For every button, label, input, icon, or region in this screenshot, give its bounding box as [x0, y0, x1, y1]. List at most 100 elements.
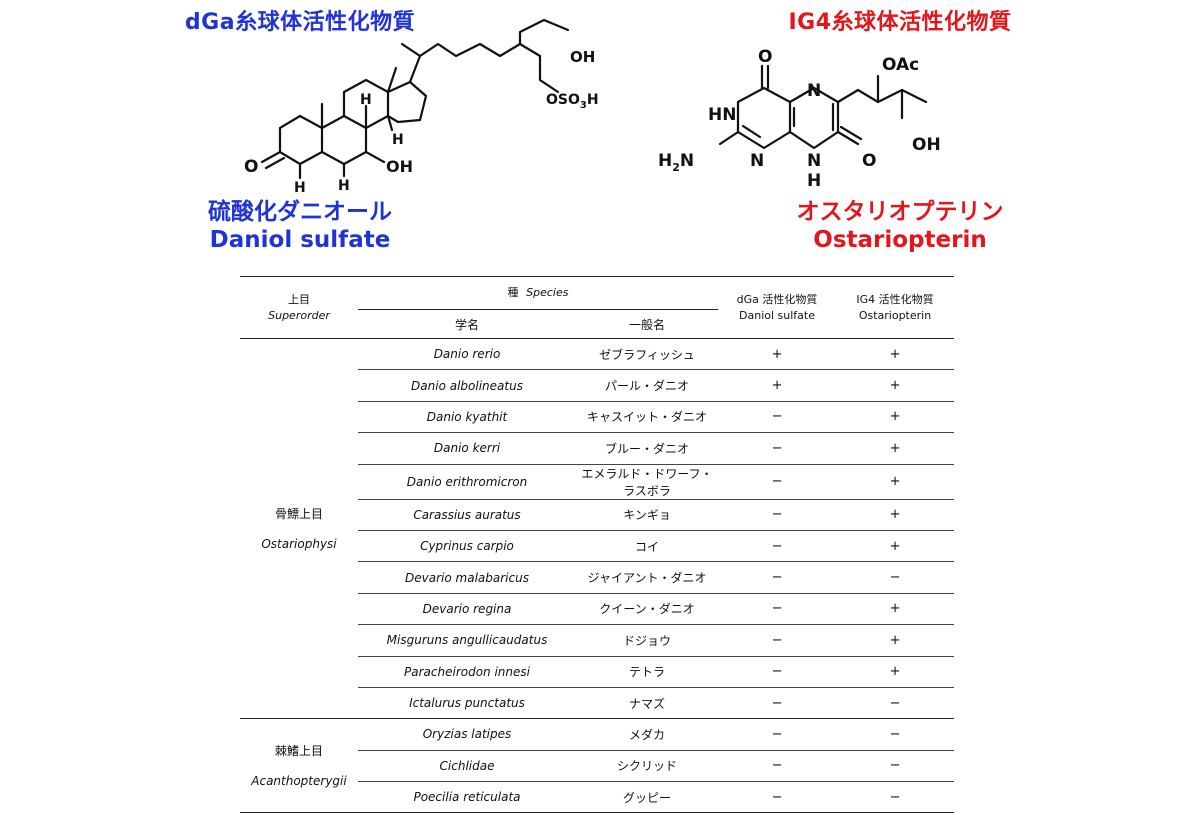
- hn-label: HN: [708, 105, 736, 125]
- common-name-cell: ジャイアント・ダニオ: [576, 561, 719, 594]
- dga-header: dGa 活性化物質 Daniol sulfate: [718, 276, 837, 339]
- species-activity-table: 上目 Superorder 種 Species dGa 活性化物質 Daniol…: [240, 276, 955, 813]
- nh-h-label: H: [807, 171, 821, 191]
- scientific-name-cell: Paracheirodon innesi: [358, 656, 576, 688]
- scientific-name-cell: Misguruns angullicaudatus: [358, 624, 576, 657]
- scientific-name-cell: Devario regina: [358, 593, 576, 626]
- scientific-name-cell: Danio rerio: [358, 338, 576, 371]
- ig4-header: IG4 活性化物質 Ostariopterin: [836, 276, 955, 339]
- common-name-cell: ドジョウ: [576, 624, 719, 657]
- common-name-cell: キャスイット・ダニオ: [576, 401, 719, 434]
- scientific-name-cell: Danio albolineatus: [358, 369, 576, 402]
- scientific-name-cell: Danio kyathit: [358, 401, 576, 434]
- oso3h-label: OSO3H: [546, 92, 599, 111]
- dga-activity-cell: −: [718, 624, 837, 657]
- scientific-name-cell: Danio kerri: [358, 432, 576, 465]
- chain-oh-label: OH: [570, 48, 595, 66]
- ig4-activity-cell: +: [836, 656, 955, 688]
- h-label-4: H: [294, 180, 306, 196]
- ostariopterin-panel: IG4糸球体活性化物質 O HN N N H2N N: [600, 0, 1200, 260]
- ig4-activity-cell: +: [836, 401, 955, 434]
- ring-oh-label: OH: [386, 157, 413, 176]
- dga-activity-cell: +: [718, 369, 837, 402]
- common-name-cell: エメラルド・ドワーフ・ラスボラ: [576, 464, 719, 500]
- ketone-o-label: O: [244, 157, 258, 177]
- dga-activity-cell: −: [718, 593, 837, 626]
- h-label-3: H: [338, 178, 350, 194]
- ig4-activity-cell: −: [836, 561, 955, 594]
- top-o-label: O: [758, 47, 772, 67]
- common-name-header: 一般名: [576, 309, 719, 339]
- right-o-label: O: [862, 151, 876, 171]
- dga-activity-cell: −: [718, 781, 837, 813]
- common-name-cell: ゼブラフィッシュ: [576, 338, 719, 371]
- common-name-cell: グッピー: [576, 781, 719, 813]
- ig4-activity-cell: +: [836, 593, 955, 626]
- left-panel-title: dGa糸球体活性化物質: [184, 10, 416, 35]
- scientific-name-cell: Devario malabaricus: [358, 561, 576, 594]
- ig4-activity-cell: +: [836, 338, 955, 371]
- scientific-name-cell: Carassius auratus: [358, 499, 576, 531]
- daniol-sulfate-panel: dGa糸球体活性化物質: [0, 0, 600, 260]
- oac-label: OAc: [882, 55, 919, 75]
- left-name-en: Daniol sulfate: [209, 227, 391, 253]
- n-top-label: N: [807, 81, 821, 101]
- ig4-activity-cell: +: [836, 432, 955, 465]
- common-name-cell: クイーン・ダニオ: [576, 593, 719, 626]
- daniol-sulfate-structure: O H H H H OH OH OSO3H: [244, 18, 599, 196]
- common-name-cell: メダカ: [576, 718, 719, 751]
- ig4-activity-cell: −: [836, 718, 955, 751]
- ig4-activity-cell: −: [836, 687, 955, 720]
- dga-activity-cell: −: [718, 530, 837, 563]
- right-panel-title: IG4糸球体活性化物質: [788, 10, 1012, 35]
- common-name-cell: キンギョ: [576, 499, 719, 531]
- ig4-activity-cell: +: [836, 624, 955, 657]
- dga-activity-cell: −: [718, 750, 837, 783]
- dga-activity-cell: +: [718, 338, 837, 371]
- right-name-en: Ostariopterin: [813, 227, 987, 253]
- scientific-name-cell: Oryzias latipes: [358, 718, 576, 751]
- sci-name-header: 学名: [358, 309, 576, 339]
- oh-label: OH: [912, 135, 941, 155]
- scientific-name-cell: Cichlidae: [358, 750, 576, 783]
- dga-activity-cell: −: [718, 401, 837, 434]
- species-header: 種 Species: [358, 276, 719, 310]
- common-name-cell: ブルー・ダニオ: [576, 432, 719, 465]
- common-name-cell: テトラ: [576, 656, 719, 688]
- ig4-activity-cell: +: [836, 369, 955, 402]
- common-name-cell: パール・ダニオ: [576, 369, 719, 402]
- dga-activity-cell: −: [718, 432, 837, 465]
- ig4-activity-cell: +: [836, 499, 955, 531]
- h-label-1: H: [360, 92, 372, 108]
- right-name-jp: オスタリオプテリン: [796, 199, 1004, 225]
- n-mid-label: N: [750, 151, 764, 171]
- dga-activity-cell: −: [718, 656, 837, 688]
- nh-n-label: N: [807, 151, 821, 171]
- dga-activity-cell: −: [718, 499, 837, 531]
- h2n-label: H2N: [658, 151, 694, 174]
- common-name-cell: コイ: [576, 530, 719, 563]
- common-name-cell: ナマズ: [576, 687, 719, 720]
- superorder-header: 上目 Superorder: [240, 276, 358, 339]
- scientific-name-cell: Ictalurus punctatus: [358, 687, 576, 720]
- dga-activity-cell: −: [718, 718, 837, 751]
- dga-activity-cell: −: [718, 687, 837, 720]
- ig4-activity-cell: −: [836, 781, 955, 813]
- scientific-name-cell: Danio erithromicron: [358, 464, 576, 500]
- ig4-activity-cell: −: [836, 750, 955, 783]
- scientific-name-cell: Poecilia reticulata: [358, 781, 576, 813]
- dga-activity-cell: −: [718, 464, 837, 500]
- left-name-jp: 硫酸化ダニオール: [208, 199, 392, 225]
